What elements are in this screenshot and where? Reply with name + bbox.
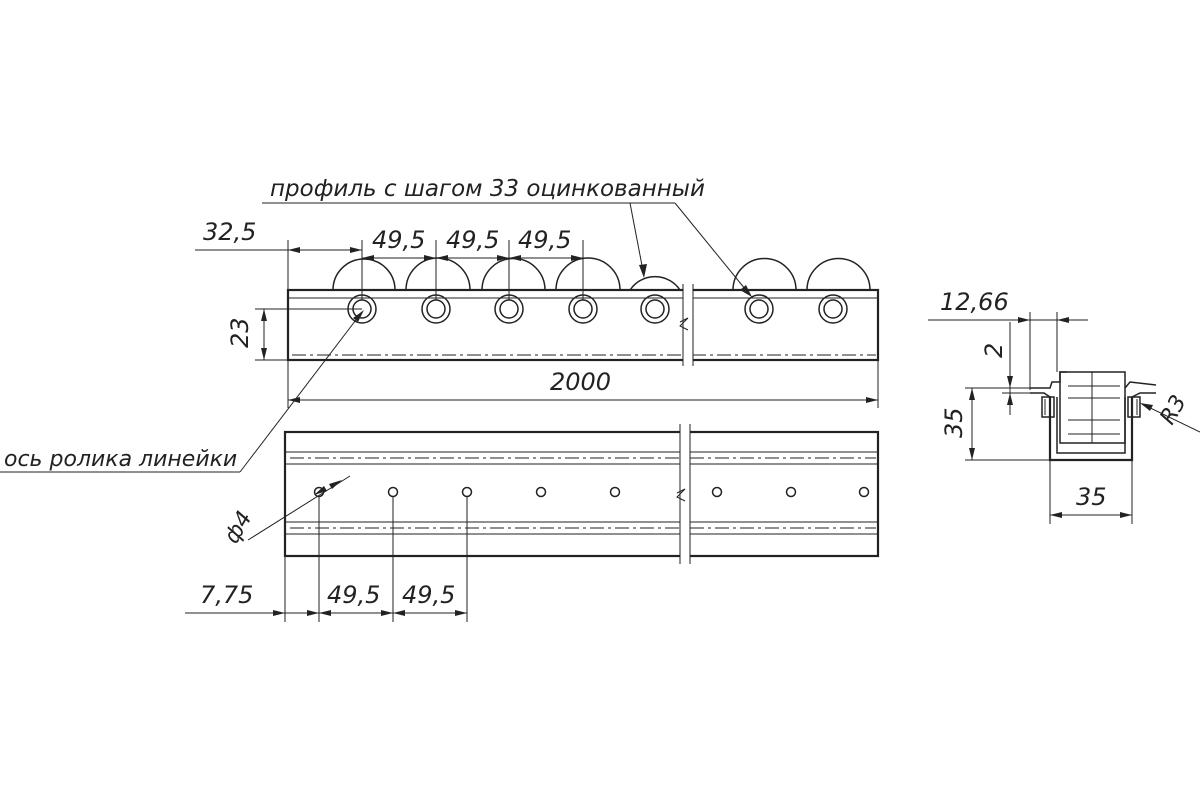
axis-note: ось ролика линейки	[4, 447, 237, 472]
dim-pitch-3: 49,5	[518, 226, 571, 254]
diameter-leader	[247, 475, 351, 541]
plan-body	[283, 430, 880, 558]
roller-holes	[347, 294, 848, 324]
mounting-holes	[313, 486, 870, 498]
plan-view	[283, 424, 880, 564]
dim-length: 2000	[550, 368, 611, 396]
axis-note-leader	[0, 310, 364, 473]
top-dimensions	[195, 240, 584, 300]
dim-hole-diameter: ф4	[220, 507, 258, 548]
dim-section-width-top: 12,66	[940, 288, 1009, 316]
dim-height: 23	[226, 317, 254, 348]
dim-pitch-2: 49,5	[446, 226, 499, 254]
height-dimension	[255, 308, 362, 361]
dim-pitch-bottom-2: 49,5	[402, 581, 455, 609]
dim-section-width: 35	[1076, 483, 1107, 511]
profile-note-leader	[262, 202, 752, 297]
dim-pitch-bottom-1: 49,5	[327, 581, 380, 609]
dim-section-gap: 2	[980, 343, 1008, 358]
roller-tops	[332, 257, 871, 291]
section-dimensions	[928, 312, 1200, 524]
dim-offset-top: 32,5	[203, 218, 256, 246]
length-dimension	[287, 360, 879, 408]
dim-offset-bottom: 7,75	[200, 581, 253, 609]
cross-section	[1030, 371, 1157, 462]
dim-pitch-1: 49,5	[372, 226, 425, 254]
dim-section-height: 35	[940, 407, 968, 438]
profile-note: профиль с шагом 33 оцинкованный	[270, 176, 705, 202]
dim-radius: R3	[1156, 391, 1192, 429]
bottom-dimensions	[185, 497, 468, 622]
